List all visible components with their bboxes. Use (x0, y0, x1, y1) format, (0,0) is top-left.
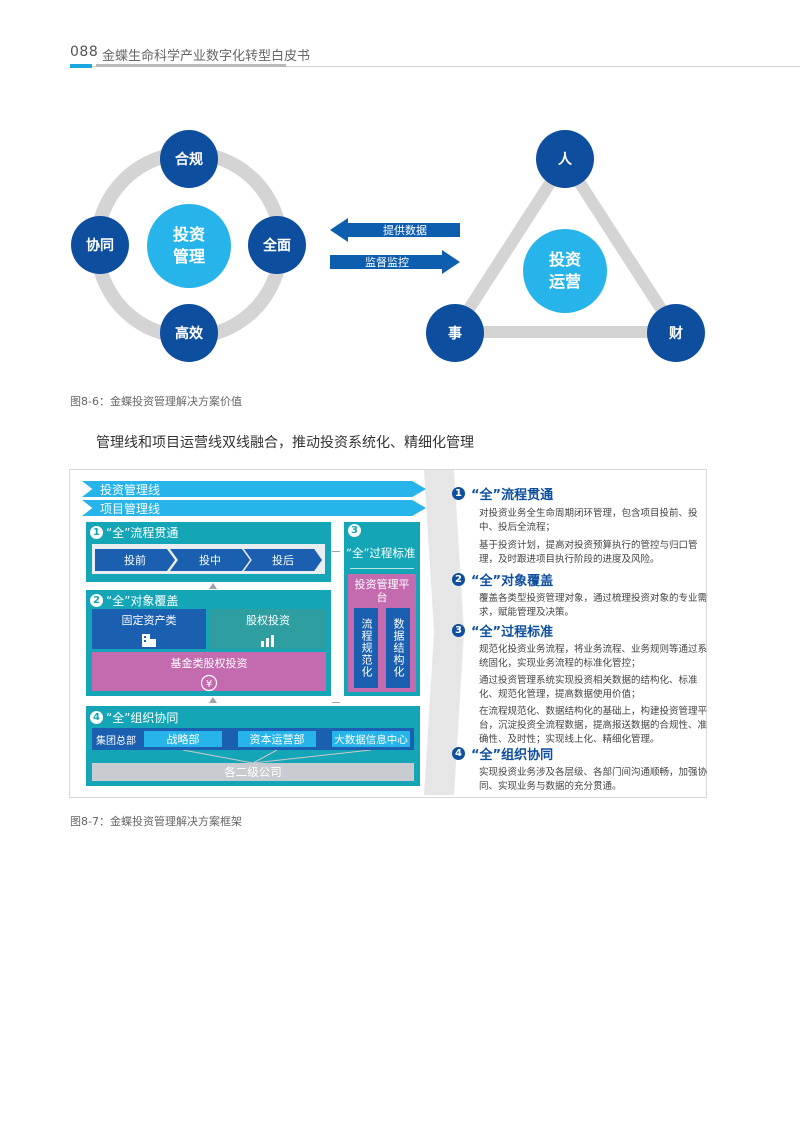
right-item-4-num: 4 (452, 747, 465, 760)
right-item-3-p3: 在流程规范化、数据结构化的基础上，构建投资管理平台，沉淀投资全流程数据，提高报送… (479, 706, 708, 745)
right-item-1: 1 “全”流程贯通 对投资业务全生命周期闭环管理，包含项目投前、投中、投后全流程… (452, 484, 715, 567)
right-item-4-head: 4 “全”组织协同 (452, 744, 715, 763)
center-invest-ops: 投资 运营 (523, 229, 607, 313)
right-item-3-title: “全”过程标准 (471, 625, 554, 640)
dept-capital: 资本运营部 (238, 731, 316, 747)
right-item-4: 4 “全”组织协同 实现投资业务涉及各层级、各部门间沟通顺畅，加强协同、实现业务… (452, 744, 715, 794)
sec3-badge: 3 (348, 524, 361, 537)
building-icon (140, 632, 158, 651)
right-item-2: 2 “全”对象覆盖 覆盖各类型投资管理对象，通过梳理投资对象的专业需求，赋能管理… (452, 570, 715, 620)
header-rule (70, 66, 800, 67)
stage-post: 投后 (244, 549, 322, 571)
sec2-title-text: “全”对象覆盖 (106, 594, 179, 608)
dept-strategy: 战略部 (144, 731, 222, 747)
sec2-badge: 2 (90, 594, 103, 607)
platform-label: 投资管理平台 (354, 578, 410, 604)
right-item-3-head: 3 “全”过程标准 (452, 621, 715, 640)
sec3-divider (350, 568, 414, 569)
center-invest-mgmt: 投资 管理 (147, 204, 231, 288)
right-item-3-p2: 通过投资管理系统实现投资相关数据的结构化、标准化、规范化管理，提高数据使用价值； (479, 675, 698, 700)
right-item-2-num: 2 (452, 573, 465, 586)
right-item-3: 3 “全”过程标准 规范化投资业务流程，将业务流程、业务规则等通过系统固化，实现… (452, 621, 715, 747)
right-item-3-p1: 规范化投资业务流程，将业务流程、业务规则等通过系统固化，实现业务流程的标准化管控… (479, 644, 708, 669)
sec3-title: “全”过程标准 (346, 546, 416, 560)
subsidiaries-bar: 各二级公司 (92, 763, 414, 781)
cell-fund-equity: 基金类股权投资 ¥ (92, 652, 326, 692)
header-accent (70, 64, 92, 68)
page-number: 088 (70, 44, 99, 60)
col-data-structured: 数据结构化 (386, 608, 410, 688)
right-item-1-p1: 对投资业务全生命周期闭环管理，包含项目投前、投中、投后全流程； (479, 508, 698, 533)
arrow-right-shape (330, 250, 460, 274)
chevron-divider (424, 470, 464, 795)
right-triangle (448, 154, 682, 338)
cell-equity: 股权投资 (210, 609, 326, 649)
col-process-standard: 流程规范化 (354, 608, 378, 688)
section-subheading: 管理线和项目运营线双线融合，推动投资系统化、精细化管理 (96, 435, 474, 451)
node-people: 人 (536, 130, 594, 188)
bar-chart-icon (259, 632, 277, 651)
connector-right-2 (332, 702, 340, 703)
node-efficient: 高效 (160, 304, 218, 362)
right-item-4-p1: 实现投资业务涉及各层级、各部门间沟通顺畅，加强协同、实现业务与数据的充分贯通。 (479, 767, 708, 792)
connector-up-1 (209, 583, 217, 589)
sec4-title-text: “全”组织协同 (106, 711, 179, 725)
data-arrows (330, 218, 460, 274)
right-item-2-p1: 覆盖各类型投资管理对象，通过梳理投资对象的专业需求，赋能管理及决策。 (479, 593, 708, 618)
node-compliance: 合规 (160, 130, 218, 188)
header-title: 金蝶生命科学产业数字化转型白皮书 (102, 49, 311, 64)
fund-label: 基金类股权投资 (170, 657, 248, 670)
fig2-caption: 图8-7：金蝶投资管理解决方案框架 (70, 815, 242, 828)
node-comprehensive: 全面 (248, 216, 306, 274)
node-finance: 财 (647, 304, 705, 362)
header-underline (96, 64, 286, 67)
arrow-left-label: 提供数据 (383, 224, 427, 237)
stage-mid: 投中 (170, 549, 250, 571)
right-item-1-head: 1 “全”流程贯通 (452, 484, 715, 503)
sec1-title: 1 “全”流程贯通 (90, 524, 178, 541)
arrow-left-shape (330, 218, 460, 242)
sec4-title: 4 “全”组织协同 (90, 709, 178, 726)
bar-project-line: 项目管理线 (82, 500, 426, 516)
right-item-2-head: 2 “全”对象覆盖 (452, 570, 715, 589)
org-fan-lines (182, 750, 372, 764)
node-affairs: 事 (426, 304, 484, 362)
right-item-1-num: 1 (452, 487, 465, 500)
connector-right-1 (332, 551, 340, 552)
fig1-caption: 图8-6：金蝶投资管理解决方案价值 (70, 395, 242, 408)
sec1-badge: 1 (90, 526, 103, 539)
svg-text:¥: ¥ (206, 679, 212, 690)
node-collaboration: 协同 (71, 216, 129, 274)
yen-icon: ¥ (199, 674, 219, 695)
right-item-1-p2: 基于投资计划，提高对投资预算执行的管控与归口管理，及时跟进项目执行阶段的进度及风… (479, 540, 698, 565)
sec2-title: 2 “全”对象覆盖 (90, 592, 178, 609)
right-item-4-title: “全”组织协同 (471, 748, 554, 763)
cell-fixed-assets: 固定资产类 (92, 609, 206, 649)
right-item-1-title: “全”流程贯通 (471, 488, 554, 503)
connector-up-2 (209, 697, 217, 703)
equity-label: 股权投资 (246, 614, 290, 627)
sec3-badge-wrap: 3 (348, 524, 361, 537)
right-item-2-title: “全”对象覆盖 (471, 574, 554, 589)
hq-label: 集团总部 (96, 735, 136, 747)
sec1-title-text: “全”流程贯通 (106, 526, 179, 540)
arrow-right-label: 监督监控 (365, 256, 409, 269)
dept-bigdata: 大数据信息中心 (332, 731, 410, 747)
sec4-badge: 4 (90, 711, 103, 724)
stage-pre: 投前 (95, 549, 175, 571)
fixed-assets-label: 固定资产类 (121, 614, 177, 627)
right-item-3-num: 3 (452, 624, 465, 637)
bar-investment-line: 投资管理线 (82, 481, 426, 497)
